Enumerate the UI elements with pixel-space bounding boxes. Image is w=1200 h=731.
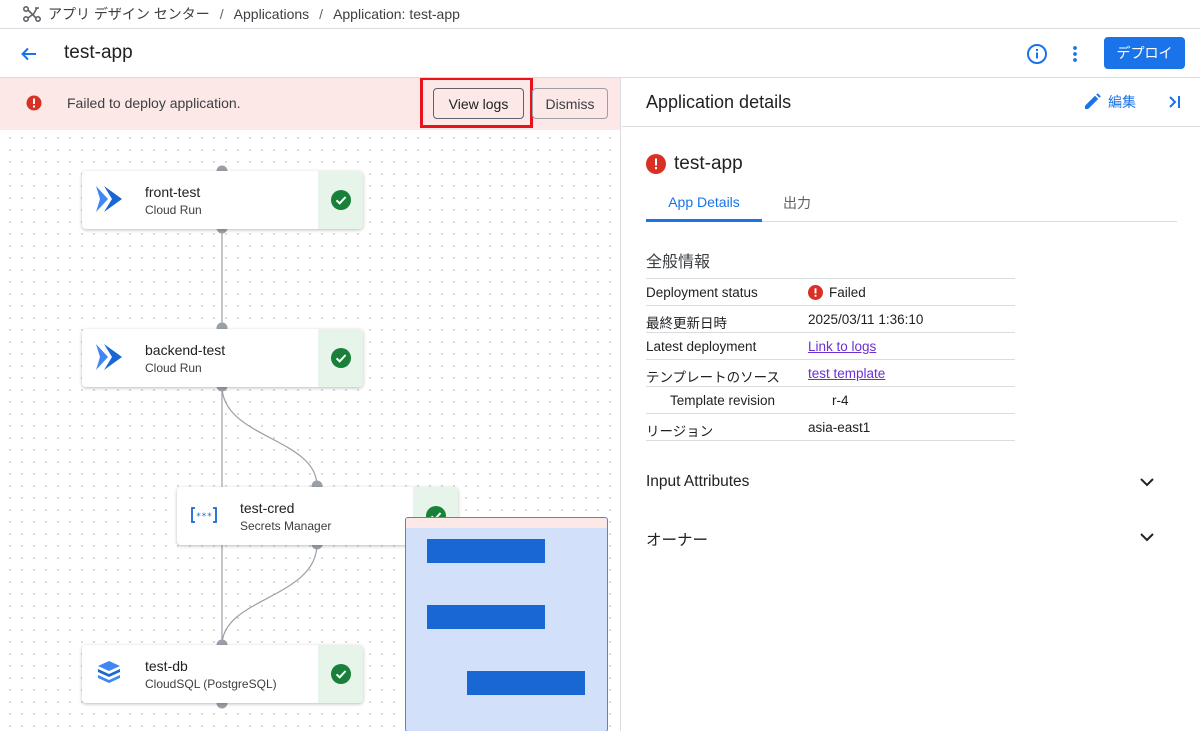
tab-output[interactable]: 出力 bbox=[783, 195, 811, 211]
panel-title: Application details bbox=[646, 92, 792, 112]
app-name: test-app bbox=[674, 153, 743, 174]
row-key: テンプレートのソース bbox=[646, 370, 780, 385]
node-backend-test[interactable]: backend-test Cloud Run bbox=[82, 329, 363, 387]
accordion-input-attributes[interactable]: Input Attributes bbox=[646, 467, 1158, 497]
panel-header: Application details 編集 bbox=[622, 78, 1200, 127]
back-button[interactable] bbox=[16, 41, 42, 67]
overlay-top-strip bbox=[406, 518, 607, 528]
check-circle-icon bbox=[330, 348, 351, 368]
check-circle-icon bbox=[330, 190, 351, 210]
table-row: テンプレートのソース test template bbox=[646, 360, 1015, 387]
node-status bbox=[318, 645, 363, 703]
cloud-sql-icon bbox=[98, 661, 120, 683]
table-row: 最終更新日時 2025/03/11 1:36:10 bbox=[646, 306, 1015, 333]
node-front-test[interactable]: front-test Cloud Run bbox=[82, 171, 363, 229]
edit-label: 編集 bbox=[1108, 94, 1136, 110]
node-type: CloudSQL (PostgreSQL) bbox=[145, 677, 277, 691]
general-info-title: 全般情報 bbox=[646, 254, 711, 271]
row-key: Latest deployment bbox=[646, 339, 757, 354]
drag-preview-overlay bbox=[405, 517, 608, 731]
svg-text:***: *** bbox=[196, 512, 212, 522]
cloud-run-icon bbox=[96, 344, 122, 370]
cloud-run-icon bbox=[96, 186, 122, 212]
node-name: test-db bbox=[145, 658, 188, 674]
application-details-panel: Application details 編集 test-app App Deta… bbox=[622, 78, 1200, 731]
table-row: Latest deployment Link to logs bbox=[646, 333, 1015, 360]
row-value: 2025/03/11 1:36:10 bbox=[808, 312, 924, 327]
architecture-canvas[interactable]: Failed to deploy application. View logs … bbox=[0, 78, 621, 731]
row-value: r-4 bbox=[832, 393, 849, 408]
row-value: asia-east1 bbox=[808, 420, 871, 435]
accordion-owner[interactable]: オーナー bbox=[646, 522, 1158, 552]
drag-preview-bar bbox=[467, 671, 585, 695]
error-banner: Failed to deploy application. View logs … bbox=[0, 78, 620, 130]
app-design-center-icon[interactable] bbox=[22, 4, 42, 24]
chevron-down-icon bbox=[1140, 478, 1154, 487]
drag-preview-bar bbox=[427, 539, 545, 563]
tab-app-details[interactable]: App Details bbox=[646, 184, 762, 222]
link-to-logs[interactable]: Link to logs bbox=[808, 339, 877, 354]
more-options-button[interactable] bbox=[1064, 41, 1086, 67]
general-info-table: Deployment status Failed 最終更新日時 2025/03/… bbox=[646, 278, 1015, 441]
breadcrumb-separator: / bbox=[219, 6, 224, 22]
row-value: Failed bbox=[808, 285, 866, 300]
check-circle-icon bbox=[330, 664, 351, 684]
table-row: リージョン asia-east1 bbox=[646, 414, 1015, 441]
table-row: Deployment status Failed bbox=[646, 279, 1015, 306]
info-icon bbox=[1027, 44, 1047, 64]
dismiss-button[interactable]: Dismiss bbox=[532, 88, 608, 119]
error-icon bbox=[26, 95, 42, 111]
chevron-down-icon bbox=[1140, 533, 1154, 542]
error-icon bbox=[808, 285, 823, 300]
node-type: Cloud Run bbox=[145, 203, 202, 217]
node-name: backend-test bbox=[145, 342, 226, 358]
details-tabs: App Details 出力 bbox=[646, 184, 1177, 222]
deploy-button[interactable]: デプロイ bbox=[1104, 37, 1185, 69]
node-type: Cloud Run bbox=[145, 361, 202, 375]
row-key: リージョン bbox=[646, 424, 714, 439]
banner-message: Failed to deploy application. bbox=[67, 95, 241, 111]
accordion-label: オーナー bbox=[646, 532, 709, 549]
last-page-icon bbox=[1169, 96, 1180, 108]
table-row: Template revision r-4 bbox=[646, 387, 1015, 414]
node-test-db[interactable]: test-db CloudSQL (PostgreSQL) bbox=[82, 645, 363, 703]
breadcrumb-current: Application: test-app bbox=[333, 6, 460, 22]
breadcrumb: アプリ デザイン センター / Applications / Applicati… bbox=[0, 0, 1200, 29]
edit-button[interactable]: 編集 bbox=[1082, 92, 1136, 112]
row-key: Template revision bbox=[670, 393, 776, 408]
app-heading: test-app bbox=[646, 153, 743, 175]
page-title: test-app bbox=[64, 42, 133, 63]
pencil-icon bbox=[1085, 93, 1101, 109]
row-key: Deployment status bbox=[646, 285, 758, 300]
deployment-status-value: Failed bbox=[829, 285, 866, 300]
row-key: 最終更新日時 bbox=[646, 316, 727, 331]
node-type: Secrets Manager bbox=[240, 519, 332, 533]
accordion-label: Input Attributes bbox=[646, 473, 750, 490]
collapse-panel-button[interactable] bbox=[1165, 92, 1185, 112]
node-name: test-cred bbox=[240, 500, 295, 516]
arrow-back-icon bbox=[21, 47, 36, 61]
error-icon bbox=[646, 154, 666, 174]
node-name: front-test bbox=[145, 184, 201, 200]
node-status bbox=[318, 329, 363, 387]
breadcrumb-separator: / bbox=[319, 6, 324, 22]
highlight-frame bbox=[420, 78, 533, 128]
title-bar: test-app デプロイ bbox=[0, 29, 1200, 78]
breadcrumb-applications[interactable]: Applications bbox=[233, 6, 310, 22]
template-source-link[interactable]: test template bbox=[808, 366, 886, 381]
view-logs-button[interactable]: View logs bbox=[433, 88, 524, 119]
secret-manager-icon: *** bbox=[191, 507, 217, 523]
node-status bbox=[318, 171, 363, 229]
drag-preview-bar bbox=[427, 605, 545, 629]
breadcrumb-root[interactable]: アプリ デザイン センター bbox=[48, 6, 210, 22]
more-vert-icon bbox=[1073, 46, 1077, 62]
info-button[interactable] bbox=[1024, 41, 1050, 67]
